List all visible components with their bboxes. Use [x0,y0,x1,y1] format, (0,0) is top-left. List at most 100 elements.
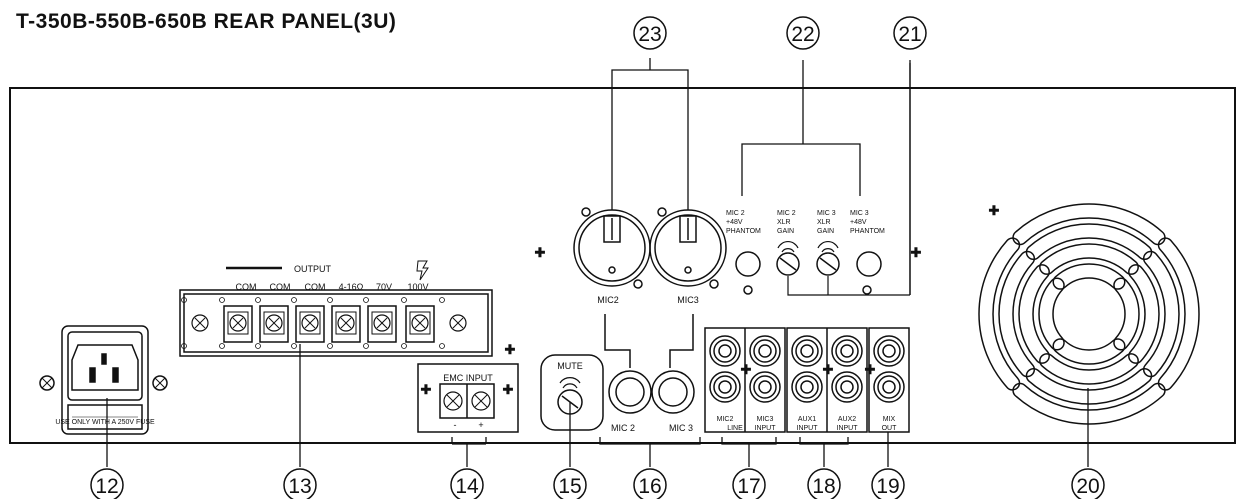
emc-minus-label: - [454,420,457,430]
rca-panel [704,327,910,433]
callout-number: 13 [288,475,311,498]
fan-slot [1012,382,1166,425]
rca-mic2-label: MIC2 [717,416,734,423]
fan-slot [1052,338,1126,365]
terminal-screw [439,297,467,349]
power-inlet [39,325,168,435]
rca-jack [873,335,905,367]
terminal-label-com-2: COM [270,282,291,292]
gain2-line3: GAIN [777,228,794,235]
callout-22: 22 [786,16,820,50]
gain-mic3-label: MIC 3 XLR GAIN [817,210,836,235]
callout-15: 15 [553,468,587,499]
phantom3-line1: MIC 3 [850,210,869,217]
fan-slot [1039,353,1139,385]
callout-18: 18 [807,468,841,499]
rca-mic3-label: MIC3 [757,416,774,423]
callout-23: 23 [633,16,667,50]
rca-mix-label: MIX [883,416,896,423]
emc-input-block [417,363,519,433]
callout-number: 20 [1076,475,1099,498]
fan-slot [998,250,1035,378]
fan-slot [1143,250,1180,378]
callout-14: 14 [450,468,484,499]
emc-heading: EMC INPUT [443,373,493,383]
svg-text:✚: ✚ [865,362,876,377]
callout-number: 15 [558,475,581,498]
fan-slot [1128,264,1160,364]
terminal-screw [401,297,435,349]
rca-jack [831,335,863,367]
callouts: 12 13 14 15 16 17 18 19 20 21 22 23 [90,16,1105,499]
rca-aux1-input-label: INPUT [797,425,819,432]
svg-text:✚: ✚ [911,245,922,260]
callout-12: 12 [90,468,124,499]
phantom-mic3-label: MIC 3 +48V PHANTOM [850,210,885,235]
callout-21: 21 [893,16,927,50]
callout-number: 21 [898,23,921,46]
emc-terminal-screw [443,391,463,411]
callout-20: 20 [1071,468,1105,499]
callout-17: 17 [732,468,766,499]
gain2-line2: XLR [777,219,791,226]
fan-slot [1012,203,1166,246]
rca-line-label: LINE [727,425,743,432]
rca-jack [709,371,741,403]
gain-mic2-label: MIC 2 XLR GAIN [777,210,796,235]
phantom2-line2: +48V [726,219,743,226]
fan-slot [1038,277,1065,351]
callout-16: 16 [633,468,667,499]
xlr-mic2-label: MIC2 [597,295,619,305]
callout-number: 18 [812,475,835,498]
emc-terminal-screw [471,391,491,411]
mic2-jack-label: MIC 2 [611,423,635,433]
output-terminal-labels: COM COM COM 4-16Ω 70V 100V [236,282,429,292]
rca-jack [749,335,781,367]
terminal-label-4-16ohm: 4-16Ω [339,282,364,292]
terminal-label-com-1: COM [236,282,257,292]
fan-slot [1018,264,1050,364]
gain3-line2: XLR [817,219,831,226]
rca-aux2-label: AUX2 [838,416,856,423]
svg-text:✚: ✚ [989,203,1000,218]
svg-text:✚: ✚ [823,362,834,377]
rca-jack [873,371,905,403]
emc-plus-label: + [478,420,483,430]
phantom3-line3: PHANTOM [850,228,885,235]
rca-jack [709,335,741,367]
svg-text:✚: ✚ [535,245,546,260]
output-terminal-block [179,260,493,357]
fan-grille [978,203,1200,425]
fan-slot [1113,277,1140,351]
callout-number: 16 [638,475,661,498]
gain3-line1: MIC 3 [817,210,836,217]
terminal-screw [327,297,361,349]
xlr-mic3-connector [649,207,727,289]
rca-jack [749,371,781,403]
rca-jack [791,371,823,403]
fan-slot [978,237,1021,391]
gain2-line1: MIC 2 [777,210,796,217]
output-heading: OUTPUT [294,264,332,274]
fan-slot [1157,237,1200,391]
chassis-outline [9,87,1236,444]
xlr-mic2-connector [573,207,651,289]
rca-aux1-label: AUX1 [798,416,816,423]
xlr-mic3-label: MIC3 [677,295,699,305]
terminal-screw [219,297,253,349]
screw-marks: ✚ ✚ ✚ ✚ ✚ ✚ ✚ ✚ ✚ [421,203,1000,397]
terminal-screw [181,297,209,349]
callout-number: 19 [876,475,899,498]
rca-line-input-label: INPUT [755,425,777,432]
svg-text:✚: ✚ [741,362,752,377]
rca-jacks [709,335,905,403]
fan-slot [1025,367,1153,405]
control-row [735,240,910,296]
rca-out-label: OUT [882,425,898,432]
callout-number: 22 [791,23,814,46]
phantom3-line2: +48V [850,219,867,226]
terminal-screw [291,297,325,349]
callout-number: 12 [95,475,118,498]
mute-label: MUTE [557,361,583,371]
